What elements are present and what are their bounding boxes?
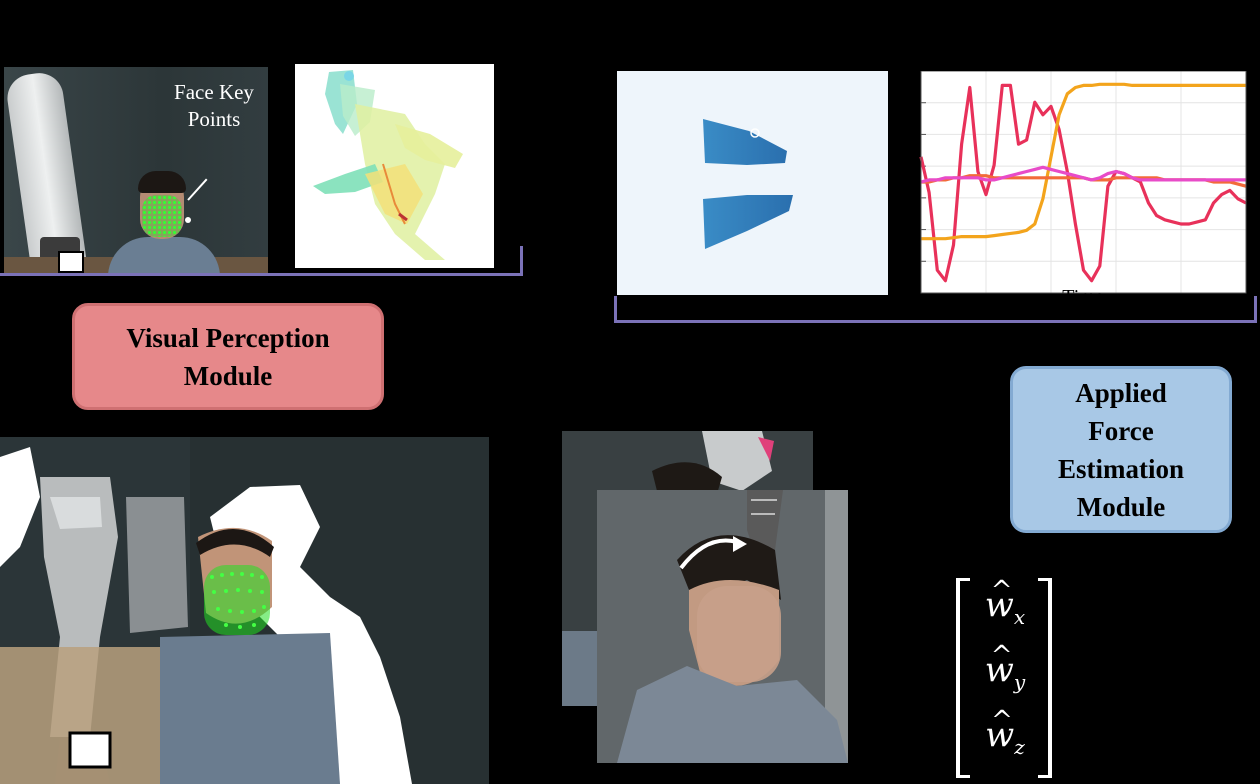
vector-entry-y: ^wy — [984, 641, 1026, 694]
label-pointer-dot — [185, 217, 191, 223]
chart-ylabel: Actuator Current Load — [889, 92, 911, 274]
point-cloud-render — [313, 70, 463, 260]
force-estimate-vector: ^wx ^wy ^wz — [956, 575, 1052, 778]
force-module-line1: Applied — [1075, 377, 1167, 408]
head-photo-front — [597, 490, 848, 763]
force-estimation-module: Applied Force Estimation Module — [1010, 366, 1232, 533]
depth-overlay-image — [0, 437, 489, 784]
fiducial-marker — [58, 251, 84, 273]
tactile-heatmap — [703, 119, 793, 249]
force-module-line3: Estimation — [1057, 453, 1184, 484]
point-cloud-panel — [295, 64, 494, 268]
perception-bracket — [0, 246, 523, 276]
vector-entry-z: ^wz — [985, 706, 1025, 760]
tactile-heatmap-panel — [617, 71, 888, 295]
head-photo-front-render — [597, 490, 848, 763]
camera-photo: Face Key Points — [4, 67, 268, 273]
series-lines — [919, 82, 1247, 283]
visual-module-line1: Visual Perception — [126, 322, 330, 353]
plot-frame — [920, 71, 1247, 294]
force-module-line2: Force — [1088, 415, 1154, 446]
series-line-4 — [920, 165, 1246, 184]
vector-right-bracket — [1038, 578, 1052, 778]
visual-perception-module: Visual Perception Module — [72, 303, 384, 410]
face-keypoints-overlay — [142, 195, 182, 237]
person-hair — [138, 171, 186, 193]
depth-overlay-render — [0, 437, 489, 784]
vector-entry-x: ^wx — [984, 575, 1026, 629]
person-body — [108, 237, 220, 273]
face-label-line2: Points — [187, 107, 241, 131]
force-bracket — [614, 296, 1257, 323]
plot-background — [921, 71, 1246, 293]
chart-xlabel: Time — [1062, 286, 1104, 295]
chart-svg: Actuator Current Load Time — [889, 71, 1247, 295]
force-module-line4: Module — [1076, 491, 1166, 522]
series-line-2 — [921, 82, 1246, 241]
current-load-chart: Actuator Current Load Time — [888, 71, 1260, 295]
face-keypoints-label: Face Key Points — [154, 79, 268, 133]
face-label-line1: Face Key — [174, 80, 254, 104]
vector-left-bracket — [956, 578, 970, 778]
series-line-1 — [919, 83, 1247, 283]
visual-module-line2: Module — [183, 360, 273, 391]
